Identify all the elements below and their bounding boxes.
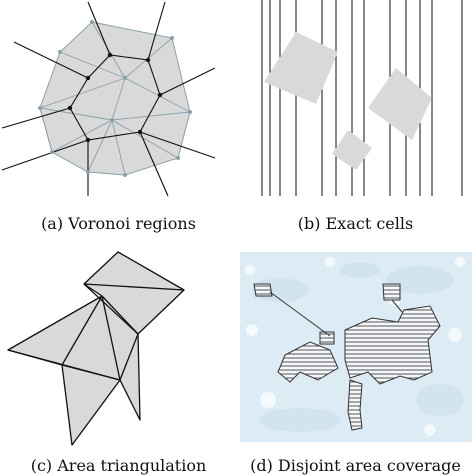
map-specks [245,257,465,436]
coverage-region-top-right [382,283,401,301]
coverage-region-top-left [253,283,273,297]
caption-exact-cells: (b) Exact cells [297,214,414,233]
caption-disjoint-coverage: (d) Disjoint area coverage [250,456,461,475]
coverage-region-main [344,305,441,385]
panel-area-triangulation [7,251,185,446]
caption-voronoi-regions: (a) Voronoi regions [41,214,196,233]
coverage-region-small [319,331,335,345]
transit-paths [269,291,403,337]
triangle-edges [7,283,185,381]
caption-area-triangulation: (c) Area triangulation [30,456,207,475]
cell-square-2 [368,68,432,140]
panel-exact-cells [261,0,463,196]
voronoi-edges [1,1,216,197]
voronoi-vertices [67,52,163,143]
coverage-region-left [277,341,339,383]
cell-square-1 [264,32,338,104]
coverage-region-tail [347,379,363,431]
panel-disjoint-coverage [240,252,472,442]
panel-voronoi [1,1,216,197]
cell-square-3 [332,130,372,170]
triangulation-region [7,251,185,446]
site-points [38,20,192,177]
map-texture [252,262,464,432]
